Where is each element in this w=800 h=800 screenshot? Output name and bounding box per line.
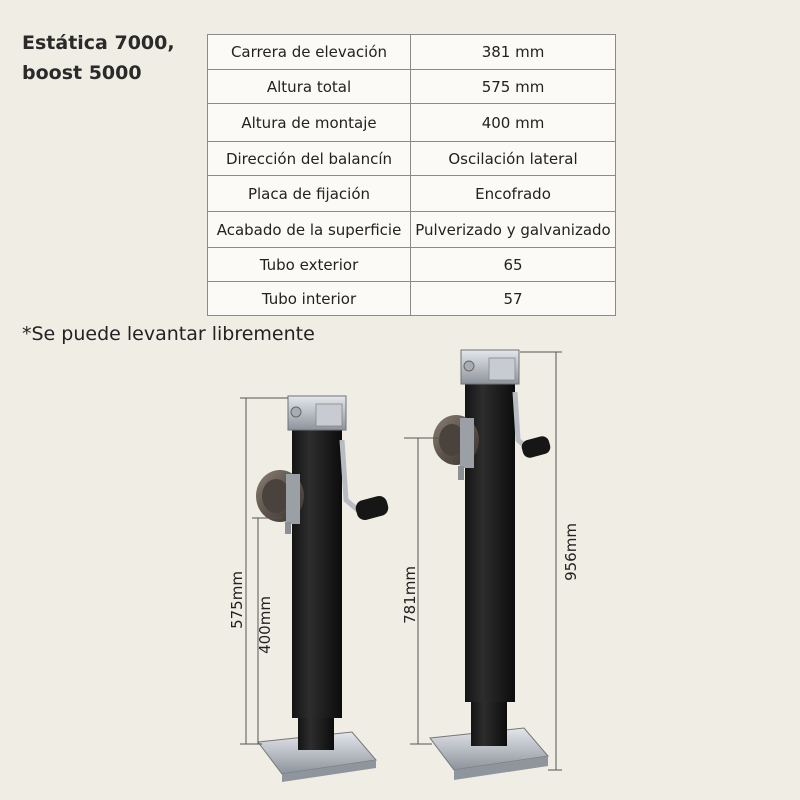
- right-top-bolt: [463, 360, 475, 372]
- spec-label: Acabado de la superficie: [207, 211, 411, 248]
- left-top-bolt: [290, 406, 302, 418]
- left-swivel-clamp-hole: [262, 479, 290, 513]
- specifications-table: Carrera de elevación 381 mm Altura total…: [207, 34, 616, 316]
- table-row: Dirección del balancín Oscilación latera…: [207, 141, 616, 176]
- table-row: Altura total 575 mm: [207, 69, 616, 104]
- left-total-dimension: 575mm: [228, 571, 246, 629]
- left-foot-plate-edge: [282, 760, 376, 782]
- spec-label: Carrera de elevación: [207, 34, 411, 70]
- free-lift-note: *Se puede levantar libremente: [22, 323, 315, 345]
- right-jack: 781mm 956mm: [401, 349, 580, 780]
- table-row: Acabado de la superficie Pulverizado y g…: [207, 211, 616, 248]
- left-mount-dimension: 400mm: [256, 596, 274, 654]
- spec-label: Placa de fijación: [207, 175, 411, 212]
- spec-value: 381 mm: [410, 34, 616, 70]
- spec-value: 57: [410, 281, 616, 316]
- left-outer-tube: [292, 418, 342, 718]
- left-top-cap-face: [315, 403, 343, 427]
- left-crank-handle: [355, 495, 389, 521]
- left-jack: 575mm 400mm: [228, 395, 389, 782]
- spec-label: Tubo exterior: [207, 247, 411, 282]
- spec-label: Altura total: [207, 69, 411, 104]
- right-crank-handle: [521, 436, 551, 458]
- spec-label: Altura de montaje: [207, 103, 411, 142]
- spec-value: Oscilación lateral: [410, 141, 616, 176]
- product-title-line-2: boost 5000: [22, 62, 142, 84]
- spec-value: 575 mm: [410, 69, 616, 104]
- left-clamp-pin: [285, 522, 291, 534]
- left-crank-arm: [339, 439, 362, 514]
- spec-value: 400 mm: [410, 103, 616, 142]
- right-total-dimension: 956mm: [562, 523, 580, 581]
- table-row: Altura de montaje 400 mm: [207, 103, 616, 142]
- table-row: Tubo exterior 65: [207, 247, 616, 282]
- spec-label: Tubo interior: [207, 281, 411, 316]
- right-clamp-bracket: [460, 418, 474, 468]
- left-clamp-bracket: [286, 474, 300, 524]
- spec-value: 65: [410, 247, 616, 282]
- right-swivel-clamp-hole: [439, 424, 465, 456]
- table-row: Placa de fijación Encofrado: [207, 175, 616, 212]
- right-clamp-pin: [458, 466, 464, 480]
- spec-label: Dirección del balancín: [207, 141, 411, 176]
- table-row: Carrera de elevación 381 mm: [207, 34, 616, 70]
- product-title: Estática 7000, boost 5000: [22, 28, 175, 88]
- right-top-cap-face: [488, 357, 516, 381]
- table-row: Tubo interior 57: [207, 281, 616, 316]
- product-title-line-1: Estática 7000,: [22, 32, 175, 54]
- spec-value: Pulverizado y galvanizado: [410, 211, 616, 248]
- right-foot-plate-edge: [454, 756, 548, 780]
- right-mount-dimension: 781mm: [401, 566, 419, 624]
